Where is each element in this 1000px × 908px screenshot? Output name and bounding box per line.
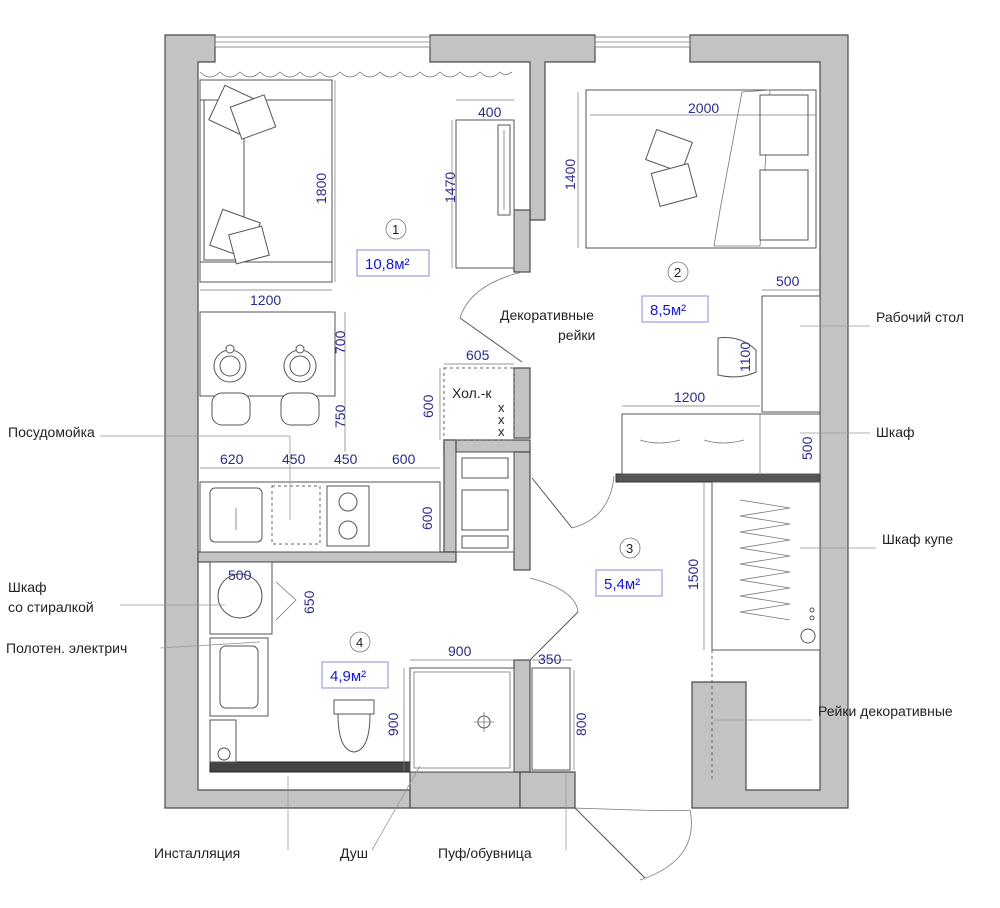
chair-depth-dim: 750: [332, 404, 348, 428]
decorative-slats-label-2: рейки: [558, 327, 595, 343]
kitchen-dim-4: 600: [392, 451, 416, 467]
dining-chairs: [211, 392, 320, 426]
room-2-area-box: [641, 295, 709, 323]
hall-door-swing: [571, 475, 615, 529]
sliding-closet: [711, 481, 821, 651]
hallway-shelf: [455, 451, 515, 553]
sofa-width-dim: 1200: [250, 292, 281, 308]
windows: [214, 36, 691, 48]
washer-cabinet-label-2: со стиралкой: [8, 599, 94, 615]
desk-label: Рабочий стол: [876, 309, 964, 325]
pouf-width-dim: 350: [538, 651, 562, 667]
closet-length-dim: 1500: [685, 559, 701, 590]
kitchen-dim-1: 620: [220, 451, 244, 467]
installation: [209, 719, 411, 773]
room-3-area-box: [595, 569, 663, 597]
curtain: [199, 71, 513, 78]
bed-length-dim: 2000: [688, 100, 719, 116]
bed: [585, 89, 817, 249]
table-depth-dim: 700: [332, 330, 348, 354]
toilet: [333, 699, 375, 753]
room-4-area-box: [321, 661, 389, 689]
room-1-area-box: [356, 249, 430, 277]
wardrobe-depth-dim: 500: [799, 436, 815, 460]
desk-width-dim: 500: [776, 273, 800, 289]
fridge-vents-2: x: [498, 412, 505, 427]
bedroom-wardrobe: [621, 413, 821, 475]
entry-door-swing: [574, 807, 691, 812]
room-2-area: 8,5м²: [650, 302, 686, 319]
bedroom-door-swing: [459, 271, 523, 319]
bath-door-swing: [529, 577, 579, 613]
washer-cabinet-label-1: Шкаф: [8, 579, 47, 595]
sliding-closet-label: Шкаф купе: [882, 531, 953, 547]
fridge: [443, 367, 515, 441]
room-4-number: 4: [356, 635, 363, 650]
installation-label: Инсталляция: [154, 845, 240, 861]
washer-width-dim: 500: [228, 567, 252, 583]
shower: [409, 667, 515, 773]
towel-heater-label: Полотен. электрич: [6, 640, 127, 656]
pouf-length-dim: 800: [573, 712, 589, 736]
kitchen-dim-3: 450: [334, 451, 358, 467]
desk-length-dim: 1100: [737, 342, 753, 372]
room-4-area: 4,9м²: [330, 668, 366, 685]
opening-dim: 605: [466, 347, 490, 363]
cabinet-width-dim: 400: [478, 104, 502, 120]
walls: [164, 34, 849, 809]
room-3-area: 5,4м²: [604, 576, 640, 593]
fridge-depth-dim: 600: [420, 394, 436, 418]
sofa-depth-dim: 1800: [313, 173, 329, 204]
cabinet-height-dim: 1470: [442, 172, 458, 203]
decorative-slats-label-1: Декоративные: [500, 307, 594, 323]
washer-cabinet: [209, 561, 297, 635]
dining-table: [199, 311, 336, 397]
bed-width-dim: 1400: [562, 159, 578, 190]
room-4-marker: [349, 631, 371, 653]
room-3-marker: [619, 537, 641, 559]
fridge-vents: x: [498, 400, 505, 415]
shower-depth-dim: 900: [385, 712, 401, 736]
shower-width-dim: 900: [448, 643, 472, 659]
dishwasher-label: Посудомойка: [8, 424, 95, 440]
kitchen-depth-dim: 600: [419, 506, 435, 530]
pouf-label: Пуф/обувница: [438, 845, 532, 861]
room-2-marker: [667, 261, 689, 283]
room-1-marker: [385, 218, 407, 240]
bathtub-sink: [209, 637, 269, 717]
desk: [717, 295, 821, 413]
room-1-number: 1: [392, 222, 399, 237]
pouf: [531, 667, 571, 771]
kitchen-dim-2: 450: [282, 451, 306, 467]
fridge-label: Хол.-к: [452, 385, 492, 401]
sofa: [199, 79, 333, 283]
wardrobe-label: Шкаф: [876, 424, 915, 440]
room-2-number: 2: [674, 265, 681, 280]
kitchen-counter: [199, 481, 441, 553]
wardrobe-length-dim: 1200: [674, 389, 705, 405]
room-3-number: 3: [626, 541, 633, 556]
washer-depth-dim: 650: [301, 590, 317, 614]
room-1-area: 10,8м²: [365, 256, 410, 273]
tv-cabinet: [455, 119, 515, 269]
fridge-vents-3: x: [498, 424, 505, 439]
slats-decorative-label: Рейки декоративные: [818, 703, 953, 719]
shower-label: Душ: [340, 845, 368, 861]
